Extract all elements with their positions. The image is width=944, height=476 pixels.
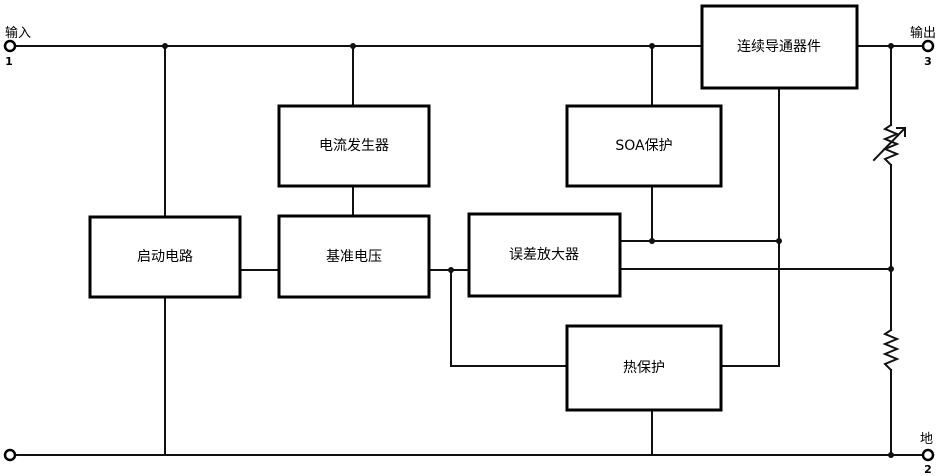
block-soa-label: SOA保护 [615,138,672,154]
wires [15,45,923,456]
block-startup: 启动电路 [88,215,242,299]
block-error-amp-label: 误差放大器 [509,247,579,263]
terminal-input: 输入 1 [3,25,31,68]
terminal-output-label: 输出 [910,25,936,41]
junction-dot [776,238,782,244]
block-current-gen: 电流发生器 [277,104,431,188]
junction-dot [888,452,894,458]
block-current-gen-label: 电流发生器 [319,138,389,154]
junction-dot [350,43,356,49]
terminal-input-number: 1 [5,55,13,68]
terminal-ground-left [3,448,17,462]
block-pass-element: 连续导通器件 [700,4,859,90]
junction-dot [448,267,454,273]
junction-dot [649,43,655,49]
block-thermal: 热保护 [565,324,723,412]
junction-dot [888,266,894,272]
block-soa: SOA保护 [565,104,723,188]
terminal-input-label: 输入 [5,25,31,41]
block-reference-label: 基准电压 [326,248,382,265]
block-pass-element-label: 连续导通器件 [737,38,821,55]
junction-dot [162,43,168,49]
terminal-output: 输出 3 [910,25,936,68]
block-thermal-label: 热保护 [623,360,665,376]
block-error-amp: 误差放大器 [467,212,622,298]
variable-resistor-icon [872,123,907,167]
block-reference: 基准电压 [277,214,431,299]
terminal-ground: 地 2 [920,432,935,476]
block-startup-label: 启动电路 [137,249,193,265]
terminal-ground-number: 2 [924,463,932,476]
junction-dot [888,43,894,49]
junction-dot [649,238,655,244]
junction-dots [162,43,894,458]
terminal-ground-label: 地 [920,432,933,447]
fixed-resistor-icon [882,328,900,372]
terminal-output-number: 3 [924,55,932,68]
